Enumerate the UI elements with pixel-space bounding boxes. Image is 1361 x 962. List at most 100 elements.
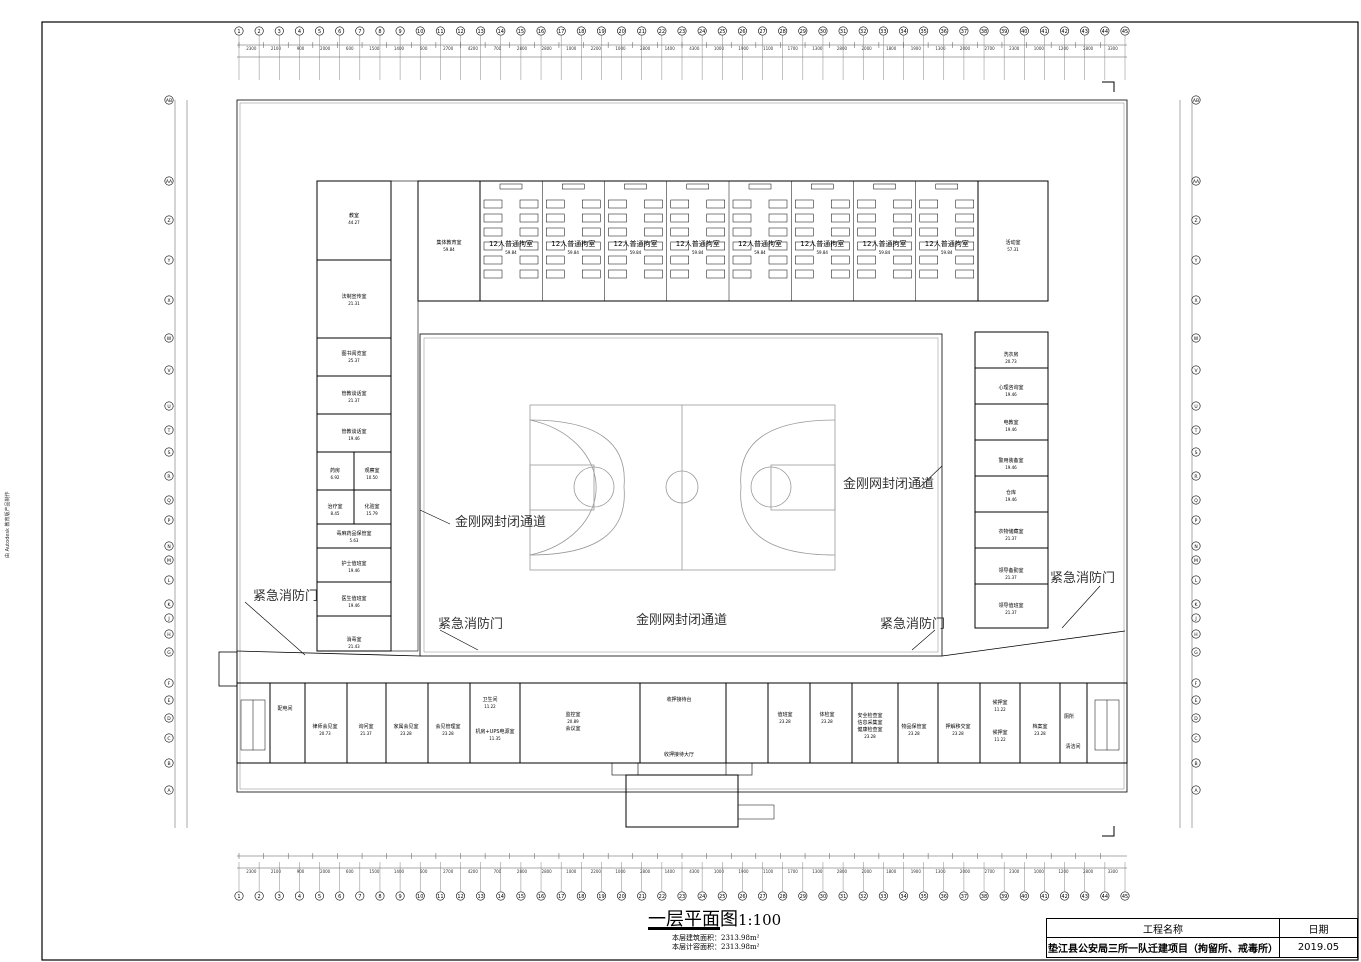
row-bubble [164,425,174,435]
room-area: 21.37 [360,731,372,736]
dim-value: 1000 [1034,869,1045,874]
axis-number: 24 [699,894,705,900]
drawing-title: 一层平面图1:100 [648,905,781,931]
axis-bubble [234,26,244,36]
row-letter: A [1194,788,1198,794]
row-bubble [1191,401,1201,411]
room-name: 化验室 [364,503,379,510]
room-name: 收押接待大厅 [664,751,694,758]
axis-bubble [355,26,365,36]
dim-value: 600 [346,869,354,874]
axis-number: 2 [258,29,261,35]
room-area: 20.73 [1005,359,1017,364]
room-name: 护士值班室 [341,560,366,567]
room-name: 物品保管室 [901,723,926,730]
axis-number: 40 [1021,894,1027,900]
fire-door-label-bottom-left: 紧急消防门 [438,616,503,632]
right-wing [974,331,1049,629]
dim-value: 1000 [566,869,577,874]
axis-number: 29 [800,29,806,35]
axis-bubble [274,26,284,36]
row-bubble [164,678,174,688]
room-area: 8.45 [331,511,340,516]
row-letter: E [1195,698,1198,704]
room-area: 19.46 [1005,465,1017,470]
axis-bubble [697,891,707,901]
dim-value: 1000 [714,869,725,874]
axis-bubble [415,891,425,901]
row-letter: G [1194,650,1198,656]
row-letter: AA [166,179,173,185]
dim-value: 3300 [1108,869,1119,874]
row-letter: F [168,681,171,687]
axis-bubble [536,26,546,36]
room-area: 21.37 [1005,610,1017,615]
row-bubble [164,255,174,265]
axis-bubble [476,891,486,901]
dim-value: 1200 [1058,46,1069,51]
axis-number: 3 [278,29,281,35]
corner-mark-tr [1102,81,1115,92]
dim-value: 1000 [1034,46,1045,51]
room-name: 警用装备室 [998,457,1023,464]
axis-bubble [737,26,747,36]
holding-cell-label: 12人普通拘室 [800,239,844,248]
axis-bubble [637,891,647,901]
room-area: 5.63 [350,538,359,543]
holding-cell-label: 12人普通拘室 [676,239,720,248]
room-area: 23.28 [442,731,454,736]
axis-bubble [315,26,325,36]
axis-number: 5 [318,29,321,35]
room-area: 23.28 [821,719,833,724]
room-area: 21.43 [348,644,360,649]
row-letter: Z [1194,218,1197,224]
row-letter: E [168,698,171,704]
row-bubble [1191,495,1201,505]
side-watermark-note: 由 Autodesk 教育版产品制作 [2,430,12,560]
row-letter: W [167,336,172,342]
dim-value: 2800 [542,869,553,874]
dim-value: 2200 [591,869,602,874]
axis-bubble [878,26,888,36]
row-bubble [164,95,174,105]
row-bubble [1191,733,1201,743]
basketball-court [529,404,836,571]
room-name: 管教谈话室 [341,390,366,397]
axis-number: 36 [941,29,947,35]
dim-value: 2100 [271,869,282,874]
holding-cell-label: 12人普通拘室 [489,239,533,248]
axis-bubble [778,891,788,901]
row-letter: B [1194,761,1197,767]
fire-door-label-right: 紧急消防门 [1050,570,1115,586]
sheet-frame [41,21,1359,961]
room-area: 23.28 [1034,731,1046,736]
dim-value: 2000 [320,46,331,51]
dimension-lines: 2300230021002100900900200020006006001500… [174,42,1193,874]
row-bubble [1191,255,1201,265]
axis-bubble [335,891,345,901]
row-bubble [164,176,174,186]
room-area: 11.22 [994,707,1006,712]
axis-number: 39 [1001,29,1007,35]
axis-number: 41 [1041,29,1047,35]
row-bubble [164,733,174,743]
room-labels: 教室44.27法制宣传室21.31图书阅览室25.37管教谈话室21.37管教谈… [277,212,1080,758]
room-name: 家属会见室 [393,723,418,730]
row-letter: H [167,632,170,638]
axis-bubble [455,26,465,36]
axis-number: 6 [338,894,341,900]
room-name: 健康检查室 [857,726,882,733]
axis-number: 13 [477,29,483,35]
row-letter: AB [166,98,172,104]
axis-number: 35 [920,29,926,35]
dim-value: 4200 [468,869,479,874]
room-name: 候押室 [992,699,1007,706]
room-name: 收押接待台 [666,696,691,703]
room-area: 21.31 [348,301,360,306]
room-name: 法制宣传室 [341,293,366,300]
room-area: 23.28 [952,731,964,736]
dim-value: 1800 [886,46,897,51]
axis-number: 30 [820,894,826,900]
